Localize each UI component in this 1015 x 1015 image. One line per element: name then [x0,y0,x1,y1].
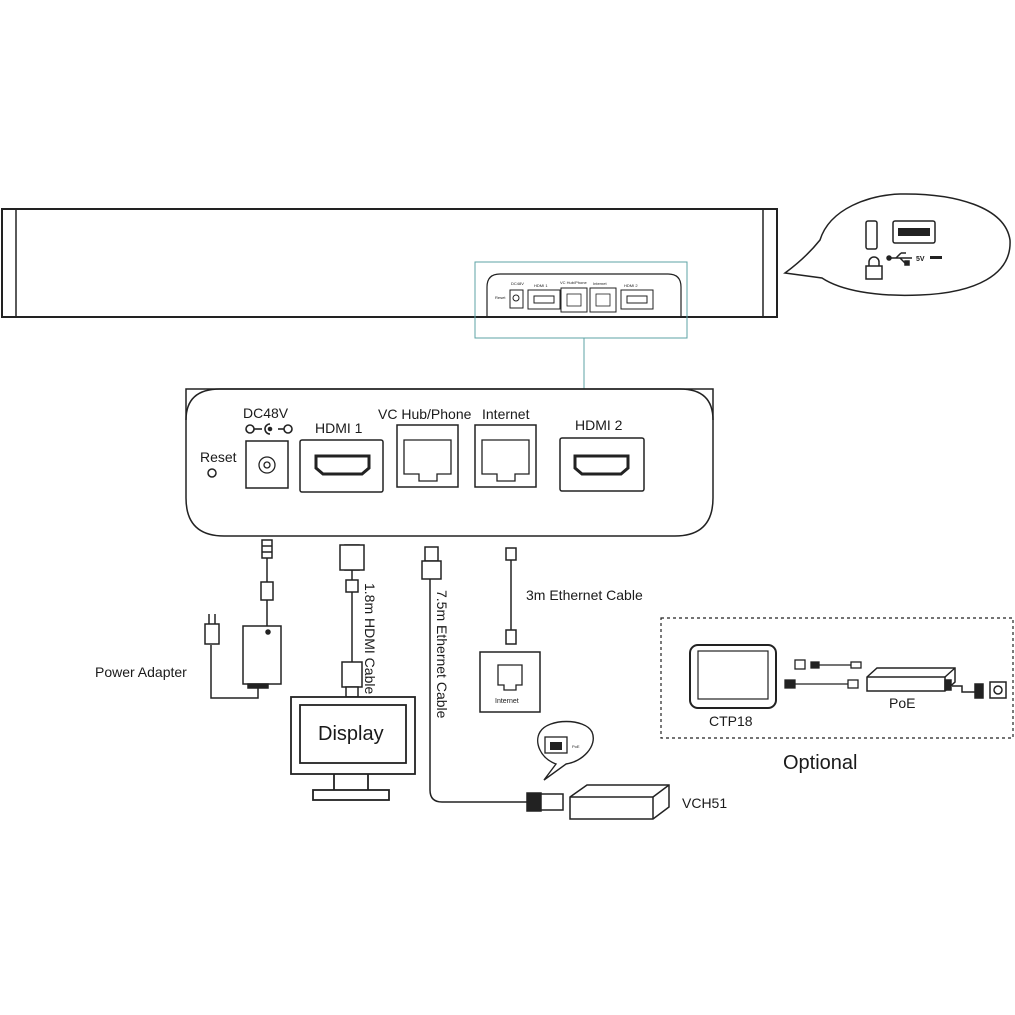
vchub-label: VC Hub/Phone [378,406,472,422]
hdmi-cable [339,544,365,698]
hdmi1-label: HDMI 1 [315,420,363,436]
poe-injector [866,667,1007,699]
ethernet-cable-short [505,547,517,645]
wall-jack: Internet [479,651,541,713]
vch51-label: VCH51 [682,795,727,811]
usb-symbol-icon [886,252,912,266]
ctp18-tablet [689,644,777,709]
ethernet-long-label: 7.5m Ethernet Cable [434,590,450,719]
svg-text:VC Hub/Phone: VC Hub/Phone [560,280,587,285]
vch51-callout: PoE [537,720,594,781]
vch51-hub [569,784,670,820]
ctp18-label: CTP18 [709,713,753,729]
port-panel: DC48V Reset HDMI 1 VC Hub/Phone Internet… [185,388,714,537]
poe-label: PoE [889,695,915,711]
reset-label: Reset [200,449,237,465]
hdmi2-label: HDMI 2 [575,417,623,433]
ethernet-short-label: 3m Ethernet Cable [526,587,643,603]
internet-label: Internet [482,406,530,422]
usb-callout: 5V [783,193,1011,297]
svg-text:HDMI 1: HDMI 1 [534,283,548,288]
reset-button[interactable] [207,468,217,478]
svg-text:Internet: Internet [593,281,607,286]
display-label: Display [318,723,384,745]
usb-spec-label: 5V [916,256,925,263]
wall-jack-label: Internet [495,698,519,705]
mini-port-panel: DC48V Reset HDMI 1 VC Hub/Phone Internet… [474,261,688,339]
dc-polarity-icon [245,423,293,435]
svg-text:HDMI 2: HDMI 2 [624,283,638,288]
hdmi-cable-label: 1.8m HDMI Cable [362,583,378,694]
vch51-poe-label: PoE [572,744,580,749]
usb-slot-icon [865,220,878,250]
optional-label: Optional [783,752,858,774]
power-adapter-label: Power Adapter [95,664,187,680]
ethernet-cable-long [421,546,564,812]
video-bar [1,208,778,318]
lock-icon [865,256,883,280]
svg-text:Reset: Reset [495,295,506,300]
svg-text:DC48V: DC48V [511,281,524,286]
power-adapter [204,539,282,699]
optional-box: CTP18 PoE [660,617,1014,739]
ctp18-cables [784,659,862,689]
dc48v-label: DC48V [243,405,289,421]
display-monitor [290,696,416,801]
